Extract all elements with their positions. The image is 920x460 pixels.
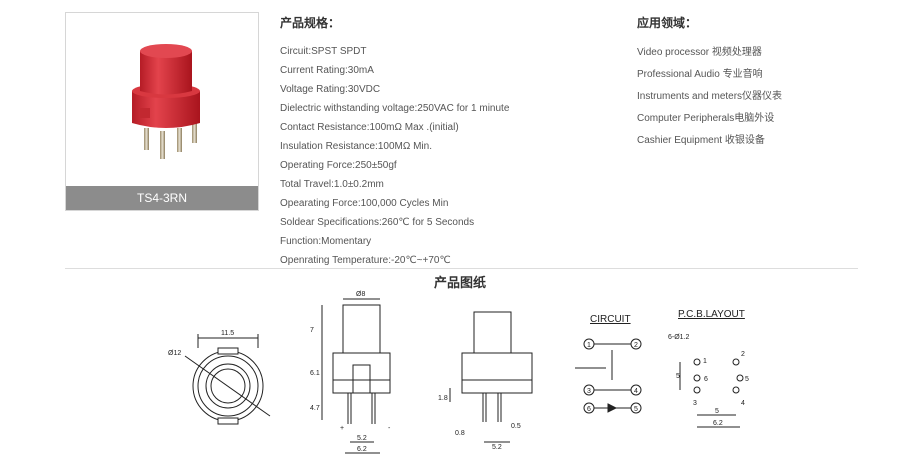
front-view-h1: 7 <box>310 327 314 334</box>
product-card: TS4-3RN <box>65 12 259 211</box>
spec-item: Function:Momentary <box>280 236 372 247</box>
pcb-dim-vertical: 5 <box>676 373 680 380</box>
spec-list: Circuit:SPST SPDT Current Rating:30mA Vo… <box>280 42 509 270</box>
top-view-diameter-label: Ø12 <box>168 350 181 357</box>
spec-item: Circuit:SPST SPDT <box>280 46 367 57</box>
spec-item: Current Rating:30mA <box>280 65 374 76</box>
applications-list: Video processor 视频处理器 Professional Audio… <box>637 42 782 152</box>
front-view-minus: - <box>388 425 391 432</box>
circuit-pin-2: 2 <box>634 342 638 349</box>
product-model-label: TS4-3RN <box>66 186 258 210</box>
front-view-top-dim: Ø8 <box>356 291 365 298</box>
circuit-pin-3: 3 <box>587 388 591 395</box>
spec-item: Operating Force:250±50gf <box>280 160 397 171</box>
spec-item: Dielectric withstanding voltage:250VAC f… <box>280 103 510 114</box>
pcb-dim-h1: 5 <box>715 408 719 415</box>
spec-item: Total Travel:1.0±0.2mm <box>280 179 384 190</box>
pcb-title: P.C.B.LAYOUT <box>678 309 745 320</box>
spec-item: Voltage Rating:30VDC <box>280 84 381 95</box>
spec-item: Contact Resistance:100mΩ Max .(initial) <box>280 122 459 133</box>
top-view-width-label: 11.5 <box>221 330 234 337</box>
front-view-drawing: Ø8 7 6.1 4.7 + - 5.2 6.2 <box>310 291 391 454</box>
side-view-drawing: 1.8 0.8 0.5 5.2 <box>438 311 533 451</box>
spec-item: Insulation Resistance:100MΩ Min. <box>280 141 432 152</box>
pcb-pin-3: 3 <box>693 400 697 407</box>
product-photo <box>132 44 200 159</box>
front-view-plus: + <box>340 425 344 432</box>
circuit-diagram: CIRCUIT 1 2 3 4 6 5 <box>575 314 642 414</box>
top-view-drawing: 11.5 Ø12 <box>168 330 271 425</box>
side-view-lead: 0.8 <box>455 430 465 437</box>
front-view-pitch1: 5.2 <box>357 435 367 442</box>
spec-item: Opearating Force:100,000 Cycles Min <box>280 198 449 209</box>
application-item: Cashier Equipment 收银设备 <box>637 135 765 146</box>
pcb-pin-4: 4 <box>741 400 745 407</box>
application-item: Professional Audio 专业音响 <box>637 69 763 80</box>
application-item: Instruments and meters仪器仪表 <box>637 91 783 102</box>
pcb-dim-h2: 6.2 <box>713 420 723 427</box>
circuit-pin-4: 4 <box>634 388 638 395</box>
side-view-pitch: 5.2 <box>492 444 502 451</box>
pcb-hole-label: 6-Ø1.2 <box>668 334 690 341</box>
pcb-pin-5: 5 <box>745 376 749 383</box>
spec-title: 产品规格： <box>280 16 341 30</box>
front-view-h3: 4.7 <box>310 405 320 412</box>
technical-drawings: 11.5 Ø12 Ø8 7 6.1 4.7 + - 5.2 6.2 <box>168 291 749 454</box>
circuit-pin-5: 5 <box>634 406 638 413</box>
pcb-pin-6: 6 <box>704 376 708 383</box>
application-item: Video processor 视频处理器 <box>637 47 762 58</box>
circuit-pin-1: 1 <box>587 342 591 349</box>
application-item: Computer Peripherals电脑外设 <box>637 113 775 124</box>
pcb-pin-2: 2 <box>741 351 745 358</box>
section-divider <box>65 268 858 269</box>
drawings-title: 产品图纸 <box>433 275 486 290</box>
front-view-h2: 6.1 <box>310 370 320 377</box>
applications-title: 应用领域： <box>637 16 698 30</box>
pcb-layout-diagram: P.C.B.LAYOUT 6-Ø1.2 1 2 3 4 5 6 5 5 6.2 <box>668 309 749 428</box>
spec-item: Soldear Specifications:260℃ for 5 Second… <box>280 217 475 228</box>
spec-item: Openrating Temperature:-20℃~+70℃ <box>280 255 451 266</box>
side-view-height: 1.8 <box>438 395 448 402</box>
side-view-pin: 0.5 <box>511 423 521 430</box>
pcb-pin-1: 1 <box>703 358 707 365</box>
circuit-pin-6: 6 <box>587 406 591 413</box>
circuit-title: CIRCUIT <box>590 314 631 325</box>
front-view-pitch2: 6.2 <box>357 446 367 453</box>
